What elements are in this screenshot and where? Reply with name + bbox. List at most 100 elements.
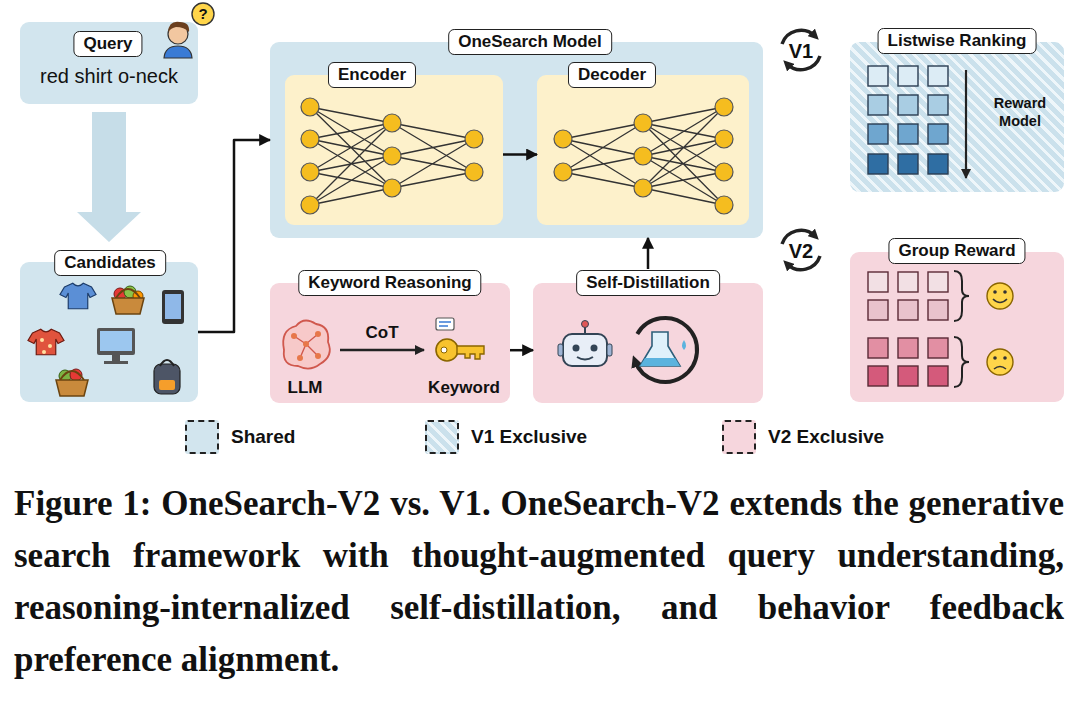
decoder-network <box>563 107 724 205</box>
flow-arrow <box>510 349 533 352</box>
robot-icon <box>584 326 586 334</box>
encoder-network <box>383 114 401 132</box>
ranking-grid <box>928 66 948 86</box>
legend-text: Shared <box>231 425 295 449</box>
group-brace <box>954 271 969 387</box>
self-loop-icon <box>640 358 680 366</box>
self-loop-icon <box>682 340 686 350</box>
robot-icon <box>577 357 593 360</box>
candidate-icons <box>97 328 135 355</box>
keyword-key-icon <box>436 339 458 361</box>
flow-arrow <box>503 153 537 156</box>
candidate-icons <box>28 283 184 396</box>
self-loop-icon <box>635 318 697 382</box>
encoder-network <box>383 179 401 197</box>
encoder-network <box>310 107 474 205</box>
group-grid <box>898 300 918 320</box>
ranking-grid <box>868 66 888 86</box>
model-box: OneSearch ModelEncoderDecoder <box>270 42 763 238</box>
candidate-icons <box>165 294 181 319</box>
encoder-network <box>301 130 319 148</box>
legend-swatch <box>425 420 459 454</box>
group-grid <box>928 338 948 358</box>
decoder-network <box>715 98 733 116</box>
legend-item: Shared <box>185 420 295 454</box>
group-grid <box>868 272 888 292</box>
encoder-network <box>301 98 483 214</box>
candidate-icons <box>124 286 136 298</box>
feedback-face <box>987 349 1013 375</box>
candidate-icons <box>60 283 96 309</box>
box-heading: Encoder <box>328 62 416 88</box>
ranking-grid <box>928 154 948 174</box>
candidate-icons <box>59 370 71 382</box>
candidate-icons <box>28 329 64 355</box>
feedback-face <box>1003 290 1007 294</box>
box-heading: Self-Distillation <box>576 270 720 296</box>
candidate-icons <box>100 331 132 351</box>
llm-brain-icon <box>283 320 330 368</box>
group-grid <box>868 338 888 358</box>
candidate-icons <box>112 286 144 314</box>
candidate-icons <box>112 298 144 314</box>
llm-brain-icon <box>297 355 303 361</box>
decoder-network <box>554 163 572 181</box>
flow-block-arrow <box>77 112 141 242</box>
group-grid <box>928 300 948 320</box>
encoder-network <box>383 147 401 165</box>
question-mark: ? <box>198 5 207 23</box>
llm-brain-icon <box>303 341 309 347</box>
candidate-icons <box>104 361 128 364</box>
keyword-key-icon <box>457 346 484 359</box>
user-icon <box>192 3 214 25</box>
reward-model-label: Reward Model <box>984 95 1056 130</box>
feedback-face <box>993 299 1007 303</box>
user-icon <box>164 3 214 58</box>
robot-icon <box>558 321 612 367</box>
llm-brain-icon <box>315 331 321 337</box>
ranking-grid <box>898 66 918 86</box>
box-heading: Group Reward <box>888 238 1025 264</box>
candidate-icons <box>40 338 44 342</box>
encoder-network <box>301 163 319 181</box>
user-icon <box>168 22 189 32</box>
ranking-grid <box>868 154 888 174</box>
legend-item: V2 Exclusive <box>722 420 884 454</box>
encoder-network <box>465 163 483 181</box>
feedback-face <box>993 356 997 360</box>
decoder-network <box>634 147 652 165</box>
box-heading: Candidates <box>54 250 166 276</box>
candidate-icons <box>114 288 126 300</box>
legend-item: V1 Exclusive <box>425 420 587 454</box>
version-tag: V1 <box>789 40 813 63</box>
robot-icon <box>591 345 598 352</box>
query-text: red shirt o-neck <box>20 64 198 88</box>
decoder-network <box>715 130 733 148</box>
group-brace <box>954 337 969 387</box>
candidates-box: Candidates <box>20 262 198 402</box>
ranking-grid <box>868 124 888 144</box>
ranking-grid <box>898 124 918 144</box>
candidate-icons <box>160 360 174 366</box>
box-heading: OneSearch Model <box>448 29 612 55</box>
user-icon <box>168 24 188 44</box>
group-grid <box>898 338 918 358</box>
candidate-icons <box>116 289 140 298</box>
robot-icon <box>563 334 607 366</box>
legend-text: V2 Exclusive <box>768 425 884 449</box>
encoder-network <box>301 196 319 214</box>
ranking-grid <box>898 154 918 174</box>
robot-icon <box>558 344 563 356</box>
decoder-network <box>634 114 652 132</box>
candidate-icons <box>162 290 184 324</box>
encoder-network <box>301 98 319 116</box>
candidate-icons <box>60 371 84 380</box>
encoder-box: Encoder <box>285 75 503 225</box>
reward-arrow <box>965 70 967 178</box>
box-heading: Query <box>73 31 142 57</box>
keyword-key-icon <box>436 318 454 330</box>
box-heading: Decoder <box>568 62 656 88</box>
candidate-icons <box>70 369 82 381</box>
feedback-face <box>993 290 997 294</box>
